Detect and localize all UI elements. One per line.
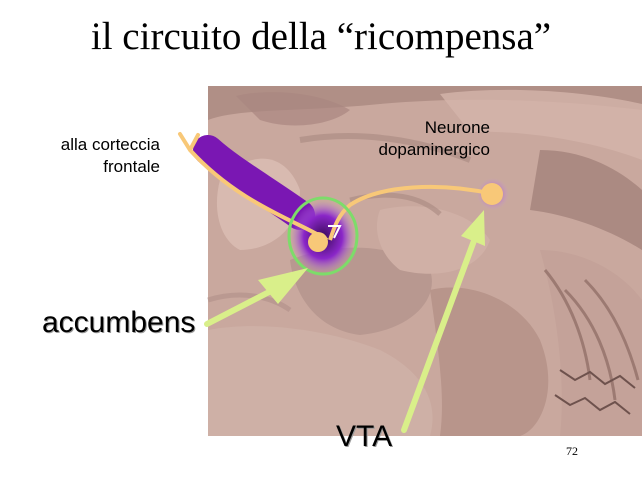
accumbens-terminal [308, 232, 328, 252]
frontal-label-line1: alla corteccia [60, 135, 160, 154]
neurone-label-line2: dopaminergico [378, 140, 490, 159]
vta-arrow [401, 210, 485, 433]
accumbens-arrow [204, 268, 308, 327]
neurone-label-line1: Neurone [424, 118, 490, 137]
frontal-cortex-label: alla corteccia frontale [20, 134, 160, 178]
dopaminergic-neuron [178, 132, 503, 252]
frontal-label-line2: frontale [103, 157, 160, 176]
vta-cell-body [481, 183, 503, 205]
accumbens-label: accumbens [42, 306, 196, 339]
slide-title: il circuito della “ricompensa” [90, 15, 552, 58]
page-number: 72 [566, 444, 578, 458]
dopaminergic-neuron-label: Neurone dopaminergico [330, 117, 490, 161]
vta-label: VTA [336, 420, 393, 453]
accumbens-highlight-circle [287, 196, 359, 276]
